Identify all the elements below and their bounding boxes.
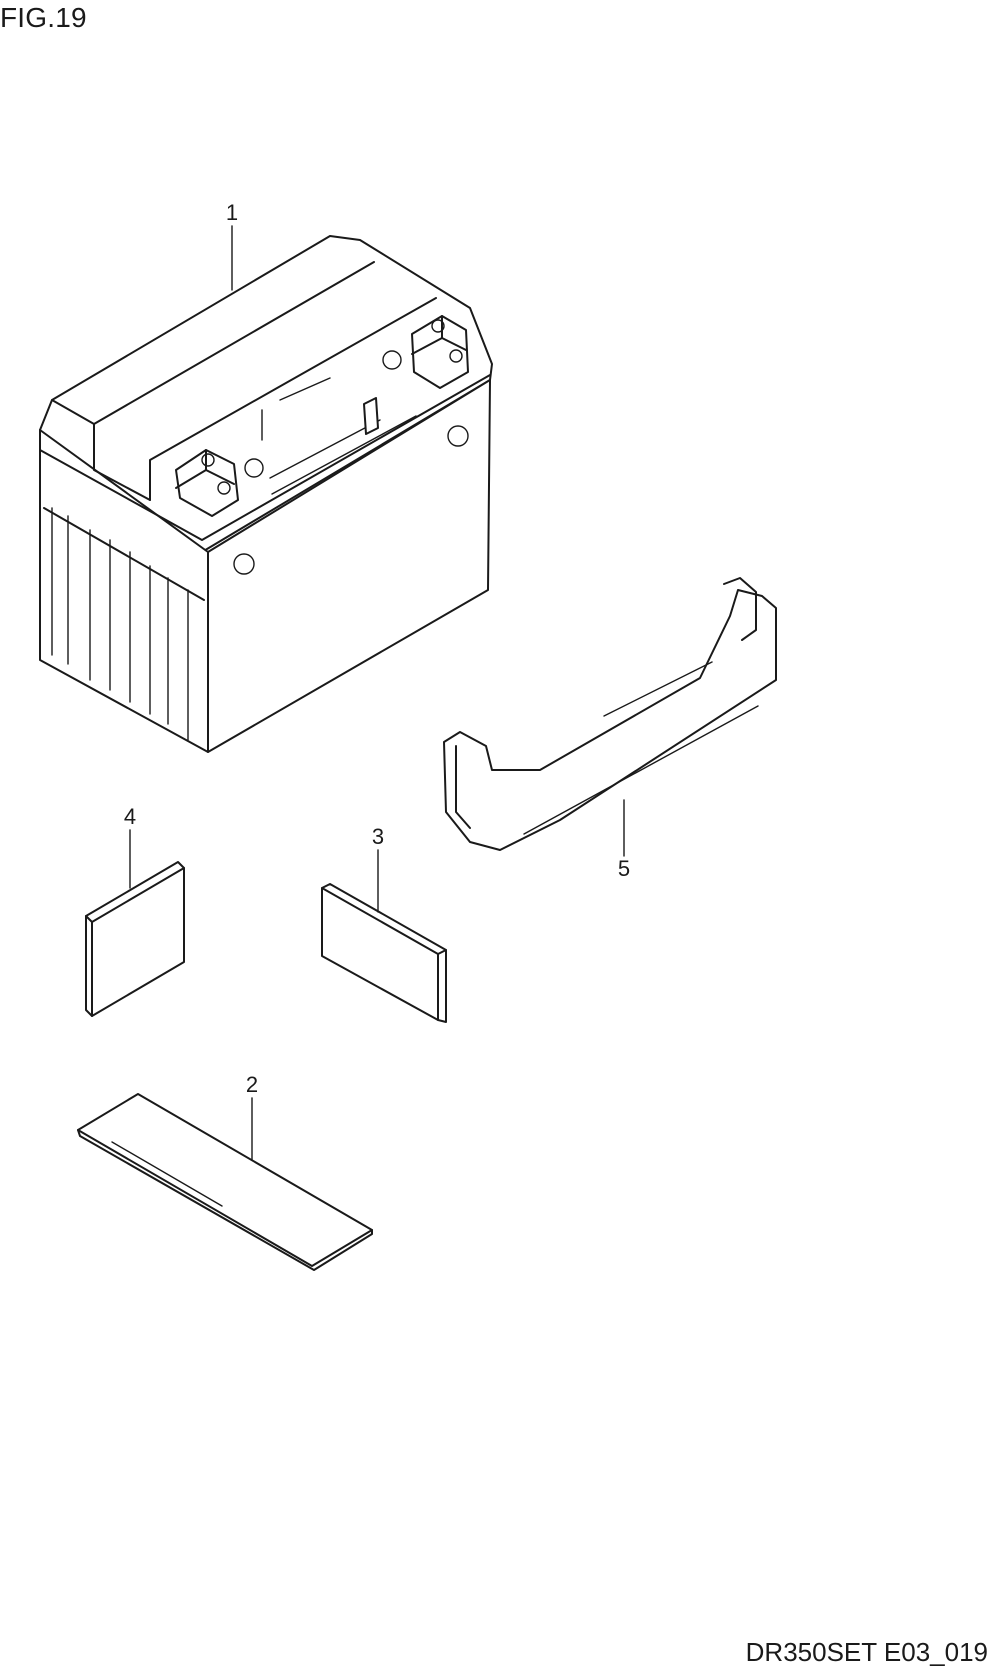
callout-4: 4 [124,804,136,829]
battery-part[interactable] [39,235,493,753]
pad-part-4[interactable] [85,861,185,1017]
callout-2: 2 [246,1072,258,1097]
figure-title: FIG.19 [0,2,87,33]
battery-band-part[interactable] [443,577,777,851]
callout-5: 5 [618,856,630,881]
leader-lines [129,225,625,1161]
callout-1: 1 [226,200,238,225]
pad-part-3[interactable] [321,883,447,1023]
long-pad-part-2[interactable] [77,1093,373,1271]
drawing-code: DR350SET E03_019 [745,1637,988,1667]
callout-3: 3 [372,824,384,849]
